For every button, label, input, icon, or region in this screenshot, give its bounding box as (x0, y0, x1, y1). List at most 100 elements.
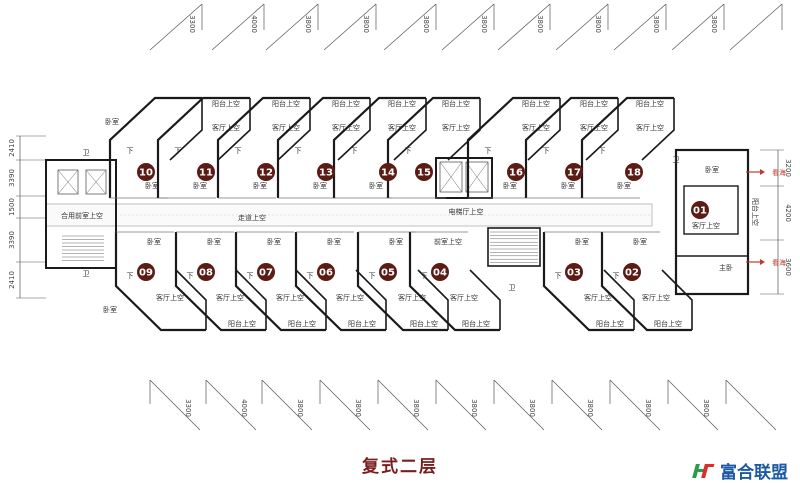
unit-badge-label: 14 (381, 168, 395, 179)
dim-line-top (383, 3, 437, 51)
unit-badge-label: 13 (319, 168, 333, 179)
bedroom-label: 前室上空 (434, 237, 462, 246)
dim-line-bottom (377, 379, 429, 431)
unit-badge-07 (257, 263, 275, 281)
dim-label-right: 4200 (784, 204, 792, 222)
unit-outer-wall (408, 232, 500, 332)
dim-line-bottom (149, 379, 201, 431)
dim-label-bottom: 3300 (184, 399, 192, 417)
dim-line-top (497, 3, 551, 51)
unit-inner-wall (585, 98, 619, 161)
unit-badge-label: 17 (567, 168, 581, 179)
living-room-label: 客厅上空 (522, 123, 550, 132)
unit-outer-wall (542, 232, 634, 332)
stair-down-label: 下 (421, 272, 428, 280)
bedroom-label: 卧室 (327, 237, 341, 246)
stair-down-label: 下 (405, 147, 412, 155)
balcony-label: 阳台上空 (462, 319, 490, 328)
master-bedroom-label: 主卧 (719, 263, 733, 272)
unit-badge-label: 04 (433, 268, 447, 279)
dim-line-top (441, 3, 495, 51)
sea-view-label: 看海 (772, 258, 786, 267)
balcony-label: 阳台上空 (228, 319, 256, 328)
bedroom-label: 卧室 (575, 237, 589, 246)
dim-line-bottom (609, 379, 661, 431)
stair-down-label: 下 (599, 147, 606, 155)
unit-outer-wall (234, 232, 326, 332)
unit-badge-label: 11 (199, 168, 213, 179)
stair-down-label: 下 (175, 147, 182, 155)
unit-badge-label: 09 (139, 268, 153, 279)
building-walls (45, 157, 653, 269)
unit-badge-label: 18 (627, 168, 641, 179)
unit-badge-08 (197, 263, 215, 281)
unit-outer-wall (108, 96, 202, 198)
unit-badge-label: 05 (381, 268, 395, 279)
dim-label-right: 3200 (784, 159, 792, 177)
dim-line-bottom (667, 379, 719, 431)
bedroom-label: 卧室 (313, 181, 327, 190)
unit-outer-wall (294, 232, 386, 332)
bedroom-label: 卧室 (561, 181, 575, 190)
unit-badge-10 (137, 163, 155, 181)
unit-inner-wall (683, 185, 739, 235)
brand-name: 富合联盟 (720, 463, 788, 483)
dim-label-bottom: 3800 (296, 399, 304, 417)
balcony-label: 阳台上空 (272, 99, 300, 108)
unit-inner-wall (175, 269, 207, 330)
unit-inner-wall (417, 269, 449, 330)
dim-label-bottom: 3800 (644, 399, 652, 417)
unit-outer-wall (174, 232, 266, 332)
shared-spaces: 合用前室上空走道上空电梯厅上空卫卧室卫卧室卫看海看海 (61, 117, 786, 314)
living-room-label: 客厅上空 (442, 123, 470, 132)
stair-down-label: 下 (543, 147, 550, 155)
dim-label-bottom: 3800 (528, 399, 536, 417)
dim-label-top: 3800 (536, 15, 544, 33)
dim-line-top (265, 3, 319, 51)
corridor-label: 走道上空 (238, 213, 266, 222)
unit-badge-04 (431, 263, 449, 281)
balcony-label: 阳台上空 (348, 319, 376, 328)
balcony-label: 阳台上空 (332, 99, 360, 108)
dim-line-bottom (435, 379, 487, 431)
unit-inner-wall (661, 269, 693, 330)
dim-label-bottom: 3800 (354, 399, 362, 417)
dim-line-bottom (551, 379, 603, 431)
unit-badge-03 (565, 263, 583, 281)
bedroom-label: 卧室 (207, 237, 221, 246)
bedroom-label: 卧室 (253, 181, 267, 190)
bedroom-label: 卧室 (145, 181, 159, 190)
bath-label: 卫 (83, 270, 90, 278)
unit-inner-wall (641, 98, 675, 161)
unit-inner-wall (393, 98, 427, 161)
balcony-label: 阳台上空 (522, 99, 550, 108)
bedroom-label: 卧室 (105, 117, 119, 126)
dim-line-bottom (205, 379, 257, 431)
bedroom-label: 卧室 (147, 237, 161, 246)
dim-label-top: 3800 (652, 15, 660, 33)
unit-badge-12 (257, 163, 275, 181)
stair-down-label: 下 (247, 272, 254, 280)
living-room-label: 客厅上空 (584, 293, 612, 302)
bath-label: 卫 (83, 149, 90, 157)
unit-outer-wall (216, 96, 310, 198)
stair-down-label: 下 (295, 147, 302, 155)
unit-badge-16 (507, 163, 525, 181)
living-room-label: 客厅上空 (212, 123, 240, 132)
balcony-label: 阳台上空 (636, 99, 664, 108)
living-room-label: 客厅上空 (336, 293, 364, 302)
bedroom-label: 卧室 (389, 237, 403, 246)
dim-line-bottom (319, 379, 371, 431)
unit-inner-wall (469, 269, 501, 330)
stair-down-label: 下 (127, 272, 134, 280)
dim-line-bottom (493, 379, 545, 431)
